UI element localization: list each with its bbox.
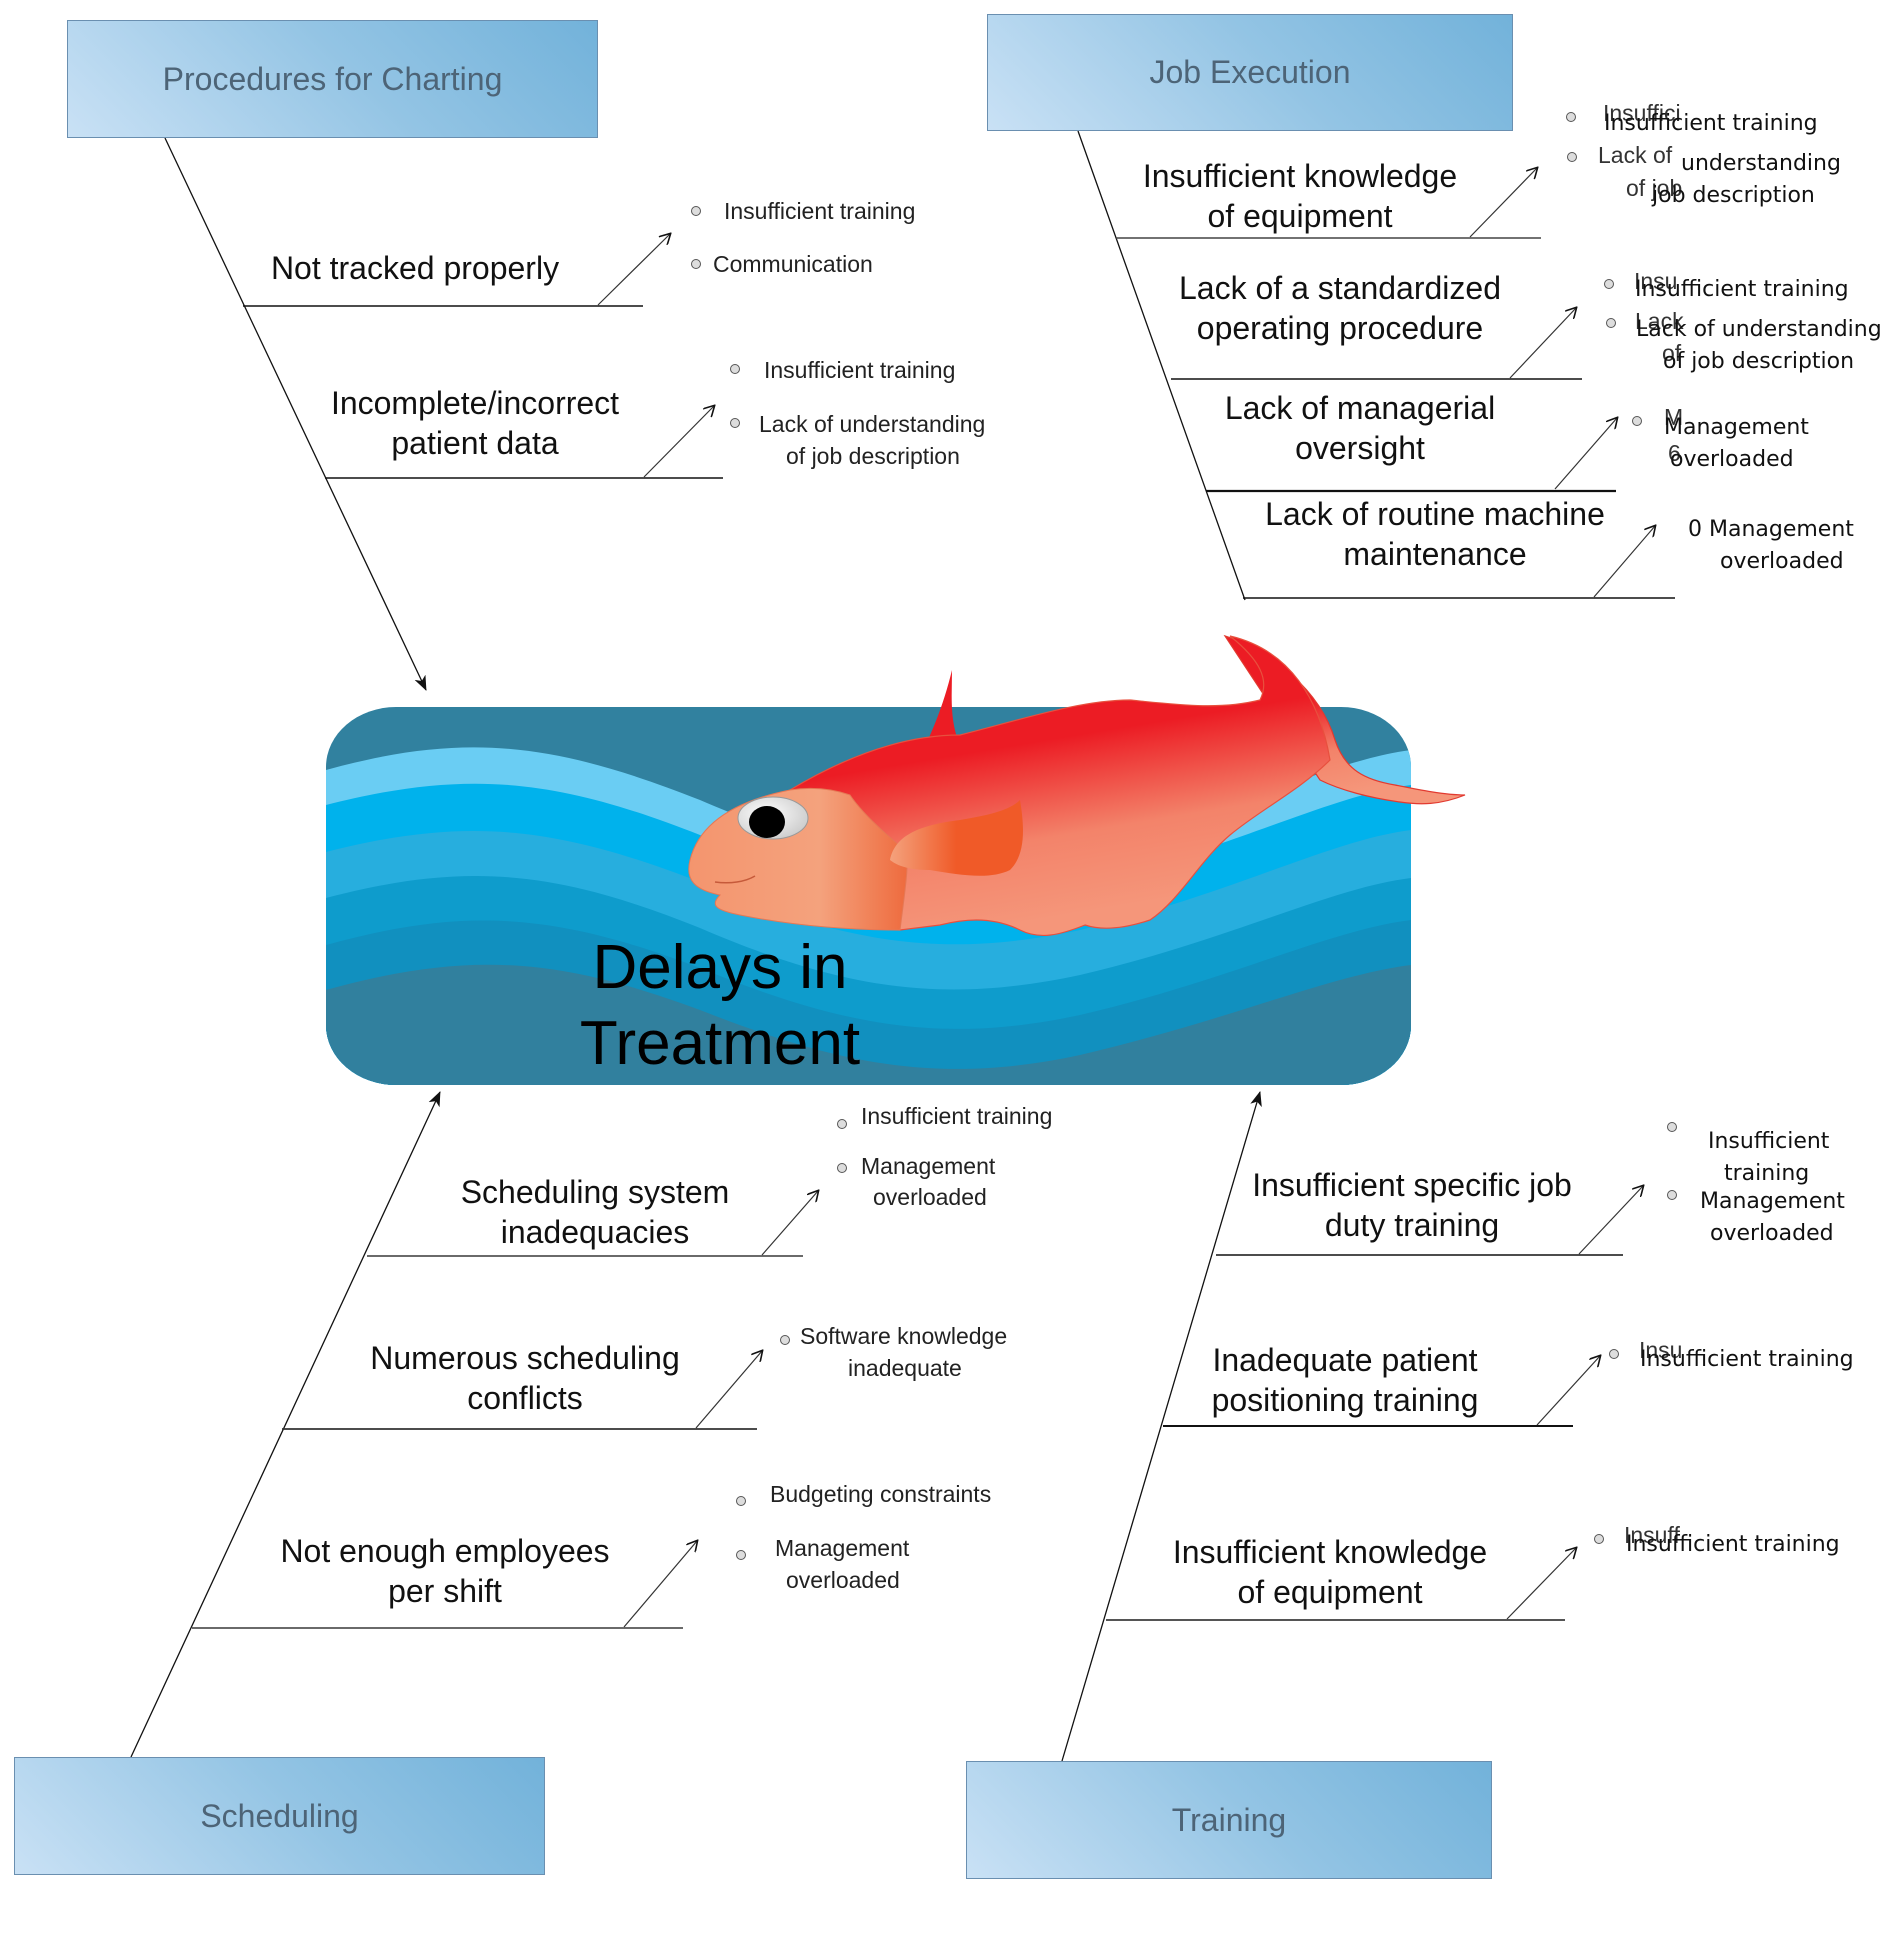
bullet-icon: [837, 1119, 847, 1129]
spine-procedures: [164, 137, 427, 691]
sub-cause: Communication: [713, 251, 873, 277]
sub-cause: overloaded: [1710, 1221, 1834, 1246]
sub-cause-overlay: Insuff: [1624, 1522, 1680, 1548]
spine-job-execution: [1077, 130, 1246, 601]
category-training[interactable]: Training: [966, 1761, 1492, 1879]
category-title: Job Execution: [1149, 54, 1351, 90]
cause-lack-routine-maintenance: Lack of routine machine maintenance: [1265, 496, 1605, 572]
cause-insufficient-knowledge-equipment-training: Insufficient knowledge of equipment: [1172, 1534, 1488, 1610]
bullet-icon: [1606, 318, 1616, 328]
effect-label-line2: Treatment: [579, 1009, 861, 1078]
sub-cause: Insufficient training: [1640, 1347, 1854, 1372]
category-scheduling[interactable]: Scheduling: [14, 1757, 545, 1875]
sub-cause: overloaded: [1720, 549, 1844, 574]
effect-label: Delays in Treatment: [555, 930, 885, 1082]
sub-cause: Budgeting constraints: [770, 1481, 992, 1507]
category-job-execution[interactable]: Job Execution: [987, 14, 1513, 131]
cause-not-tracked-properly: Not tracked properly: [270, 250, 560, 286]
bullet-icon: [1609, 1349, 1619, 1359]
sub-cause: overloaded: [1670, 447, 1794, 472]
bullet-icon: [736, 1550, 746, 1560]
cause-insufficient-job-duty-training: Insufficient specific job duty training: [1252, 1167, 1572, 1243]
cause-scheduling-system-inadequacies: Scheduling system inadequacies: [460, 1174, 730, 1250]
sub-cause: understanding: [1681, 151, 1841, 176]
sub-cause: Lack of understanding: [1636, 317, 1882, 342]
bullet-icon: [730, 364, 740, 374]
sub-cause-overlay: Lack: [1635, 308, 1684, 334]
sub-cause: Software knowledge: [800, 1323, 1008, 1349]
sub-cause: training: [1724, 1161, 1810, 1186]
bullet-icon: [837, 1163, 847, 1173]
sub-cause: Lack of understanding: [759, 411, 986, 437]
cause-lack-standardized-procedure: Lack of a standardized operating procedu…: [1179, 270, 1501, 346]
bullet-icon: [1604, 279, 1614, 289]
effect-label-line1: Delays in: [592, 933, 848, 1002]
sub-cause: overloaded: [873, 1184, 987, 1210]
category-title: Scheduling: [200, 1797, 359, 1834]
bullet-icon: [780, 1335, 790, 1345]
sub-cause: job description: [1652, 183, 1815, 208]
sub-cause-overlay: of: [1662, 340, 1682, 366]
sub-cause: of job description: [1663, 349, 1855, 374]
sub-cause: Insufficient training: [764, 357, 956, 383]
sub-cause-overlay: Insu: [1639, 1337, 1683, 1363]
bullet-icon: [1632, 416, 1642, 426]
sub-cause: Insufficient training: [1635, 277, 1849, 302]
bullet-icon: [691, 259, 701, 269]
category-procedures-for-charting[interactable]: Procedures for Charting: [67, 20, 598, 138]
category-title: Procedures for Charting: [162, 60, 503, 97]
cause-incomplete-patient-data: Incomplete/incorrect patient data: [330, 385, 620, 461]
cause-not-enough-employees: Not enough employees per shift: [280, 1533, 610, 1609]
sub-cause: Management: [775, 1535, 910, 1561]
sub-cause: Insufficient training: [1626, 1532, 1840, 1557]
sub-cause: Lack of: [1598, 142, 1673, 168]
bullet-icon: [1594, 1534, 1604, 1544]
category-title: Training: [1171, 1801, 1287, 1838]
sub-cause: Management: [1664, 415, 1809, 440]
spine-training: [1061, 1091, 1262, 1762]
sub-cause-overlay: Insuffici: [1603, 100, 1681, 126]
sub-cause: Insufficient training: [724, 198, 916, 224]
fish-illustration: [688, 634, 1466, 936]
bullet-icon: [1667, 1190, 1677, 1200]
bullet-icon: [691, 206, 701, 216]
sub-cause: Management: [1700, 1189, 1845, 1214]
cause-insufficient-knowledge-equipment: Insufficient knowledge of equipment: [1142, 158, 1458, 234]
sub-cause-overlay: Insu: [1634, 268, 1678, 294]
bullet-icon: [730, 418, 740, 428]
sub-cause: inadequate: [848, 1355, 962, 1381]
sub-cause: 0 Management: [1688, 517, 1854, 542]
sub-cause: of job description: [786, 443, 960, 469]
sub-cause-overlay: M: [1664, 404, 1684, 430]
sub-cause: Management: [861, 1153, 996, 1179]
sub-cause: Insufficient: [1708, 1129, 1830, 1154]
bullet-icon: [1566, 112, 1576, 122]
spine-scheduling: [130, 1091, 441, 1758]
bullet-icon: [1567, 152, 1577, 162]
cause-inadequate-positioning-training: Inadequate patient positioning training: [1211, 1342, 1479, 1418]
bullet-icon: [736, 1496, 746, 1506]
sub-cause-overlay: of job: [1626, 175, 1683, 201]
sub-cause-overlay: 6: [1668, 440, 1681, 466]
cause-lack-managerial-oversight: Lack of managerial oversight: [1224, 390, 1496, 466]
sub-cause: overloaded: [786, 1567, 900, 1593]
bullet-icon: [1667, 1122, 1677, 1132]
sub-cause: Insufficient training: [1604, 111, 1818, 136]
cause-numerous-scheduling-conflicts: Numerous scheduling conflicts: [370, 1340, 680, 1416]
sub-cause: Insufficient training: [861, 1103, 1053, 1129]
